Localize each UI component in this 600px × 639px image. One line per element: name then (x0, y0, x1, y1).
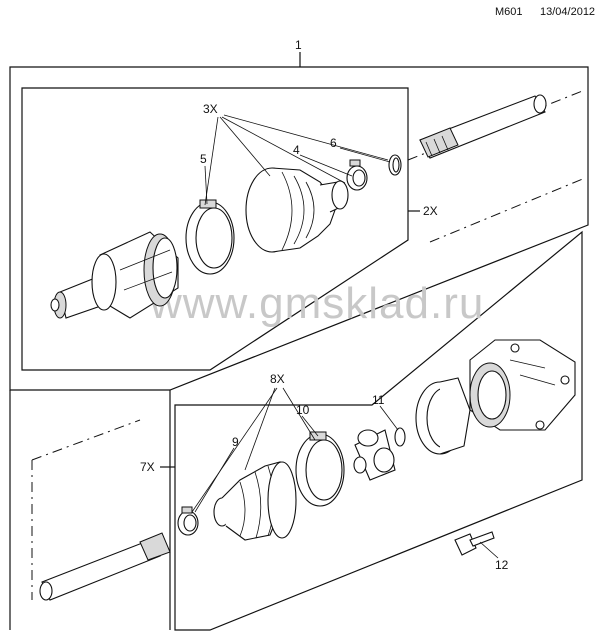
tripod-spider (353, 429, 396, 481)
callout-9: 9 (232, 435, 239, 449)
callout-10: 10 (296, 403, 310, 417)
callout-12: 12 (495, 558, 509, 572)
diagram-date: 13/04/2012 (540, 6, 595, 18)
snap-ring-lower (394, 427, 406, 447)
axle-shaft-upper (419, 94, 547, 159)
flange-housing (469, 339, 576, 431)
callout-5: 5 (200, 152, 207, 166)
callout-11: 11 (372, 393, 385, 407)
inner-boot (213, 461, 297, 541)
callout-1: 1 (295, 38, 302, 52)
tripod-housing-ring (415, 377, 471, 455)
boot-clamp-large (185, 199, 235, 275)
boot-clamp-small (346, 159, 368, 191)
retaining-ring (388, 154, 402, 176)
assembly-outline: 1 (9, 38, 589, 630)
callout-4: 4 (293, 143, 300, 157)
axle-shaft-lower (39, 532, 171, 601)
watermark: www.gmsklad.ru (149, 279, 484, 328)
boot-clamp-small-lower (177, 506, 199, 536)
flange-bolt (454, 531, 495, 556)
callout-8x: 8X (270, 372, 285, 386)
boot-clamp-large-lower (295, 431, 345, 507)
axis-line-bottom (31, 419, 141, 600)
diagram-code: M601 (495, 6, 523, 18)
callout-6: 6 (330, 136, 337, 150)
outer-joint-frame: 2X (21, 87, 438, 371)
inner-joint-frame: 7X (140, 230, 583, 631)
outer-boot (245, 167, 349, 253)
callout-3x: 3X (203, 102, 218, 116)
callout-2x: 2X (423, 204, 438, 218)
leaders-top: 3X 5 4 6 (200, 102, 391, 206)
leaders-bottom: 8X 9 10 11 12 (191, 372, 509, 572)
axis-line-mid (429, 177, 586, 243)
callout-7x: 7X (140, 460, 155, 474)
outer-cv-joint (50, 231, 179, 319)
